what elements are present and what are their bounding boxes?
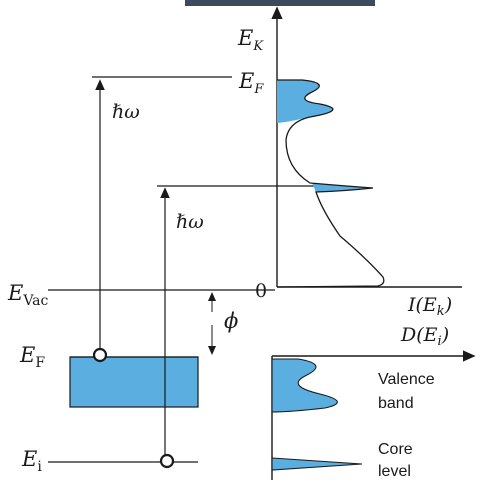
valence-band-dos bbox=[271, 358, 338, 413]
valence-band-label-line2: band bbox=[378, 395, 414, 412]
photon-energy-label-2: ℏω bbox=[176, 211, 204, 233]
core-level-dos bbox=[271, 457, 363, 471]
core-level-label-line2: level bbox=[378, 463, 411, 480]
core-peak-fill bbox=[312, 183, 373, 192]
dos-axis-label: D(Ei) bbox=[400, 324, 449, 349]
photon-energy-label-1: ℏω bbox=[112, 101, 140, 123]
valence-peak-fill bbox=[277, 80, 333, 123]
valence-band-label-line1: Valence bbox=[378, 371, 435, 388]
core-electron-circle bbox=[159, 453, 175, 469]
photo-strip bbox=[185, 0, 375, 6]
fermi-level-label: EF bbox=[19, 343, 45, 371]
core-level-label-line1: Core bbox=[378, 441, 413, 458]
photoemission-spectrum-curve bbox=[276, 79, 385, 288]
filled-band-block bbox=[69, 356, 199, 408]
intensity-axis-label: I(Ek) bbox=[407, 294, 452, 319]
ek-label: EK bbox=[237, 26, 264, 54]
work-function-label: ϕ bbox=[224, 309, 238, 333]
valence-electron-circle bbox=[92, 347, 108, 363]
vacuum-level-label: EVac bbox=[7, 281, 49, 309]
ef-spectrum-label: EF bbox=[238, 69, 264, 97]
zero-label: 0 bbox=[255, 280, 267, 302]
core-level-energy-label: Ei bbox=[21, 447, 42, 475]
